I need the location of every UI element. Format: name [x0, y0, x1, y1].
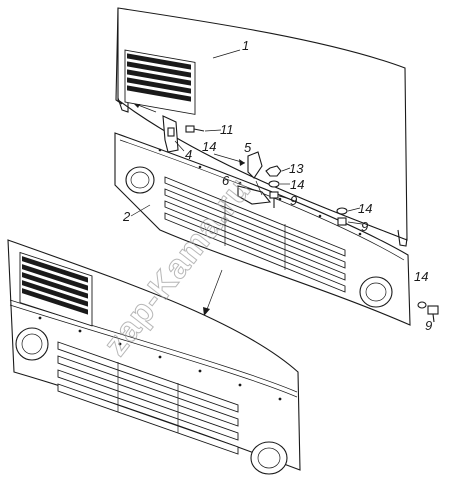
bracket-part-4	[162, 115, 179, 153]
louver-vents-upper	[124, 49, 196, 115]
callout-4: 4	[185, 147, 192, 162]
callout-11: 11	[220, 122, 234, 137]
callout-6: 6	[222, 173, 230, 188]
bolt-part-9-center	[269, 191, 279, 208]
bolt-part-11	[185, 125, 205, 133]
callout-9-lower: 9	[425, 318, 432, 333]
upper-panel-part-1	[115, 7, 408, 247]
callout-13: 13	[289, 161, 304, 176]
washer-part-14-center	[268, 180, 280, 188]
callout-14-center: 14	[290, 177, 304, 192]
callout-14-lower: 14	[414, 269, 428, 284]
assembly-arrows	[134, 104, 246, 316]
leader-lines	[130, 49, 363, 225]
louver-vents-lower	[19, 251, 93, 327]
callout-9-center: 9	[290, 193, 297, 208]
assembled-view	[7, 239, 301, 475]
radiator-grille-part-2	[114, 132, 411, 326]
callout-5: 5	[244, 140, 252, 155]
grille-slots-lower	[57, 341, 239, 455]
washer-part-14-lower	[417, 301, 427, 309]
washer-part-14-right	[336, 207, 348, 215]
plate-part-6	[237, 185, 272, 205]
assembled-left-lamp-opening	[15, 327, 49, 361]
bolt-part-9-lower	[427, 305, 439, 323]
grille-rivets	[158, 148, 362, 236]
clip-part-5	[247, 151, 263, 179]
nut-part-13	[265, 165, 282, 177]
callout-14-right: 14	[358, 201, 372, 216]
callout-14-left: 14	[202, 139, 216, 154]
callout-9-right: 9	[361, 219, 368, 234]
callout-1: 1	[242, 38, 249, 53]
grille-right-lamp-opening	[359, 276, 393, 308]
lower-rivets	[38, 316, 282, 401]
grille-left-lamp-opening	[125, 166, 155, 194]
grille-slots-mid	[164, 176, 346, 293]
assembled-right-lamp-opening	[250, 441, 288, 475]
callouts: 1 2 4 5 6 9 9 9 11 13 14 14 14 14	[122, 38, 432, 333]
bolt-part-9-right	[337, 217, 347, 226]
callout-2: 2	[122, 209, 131, 224]
